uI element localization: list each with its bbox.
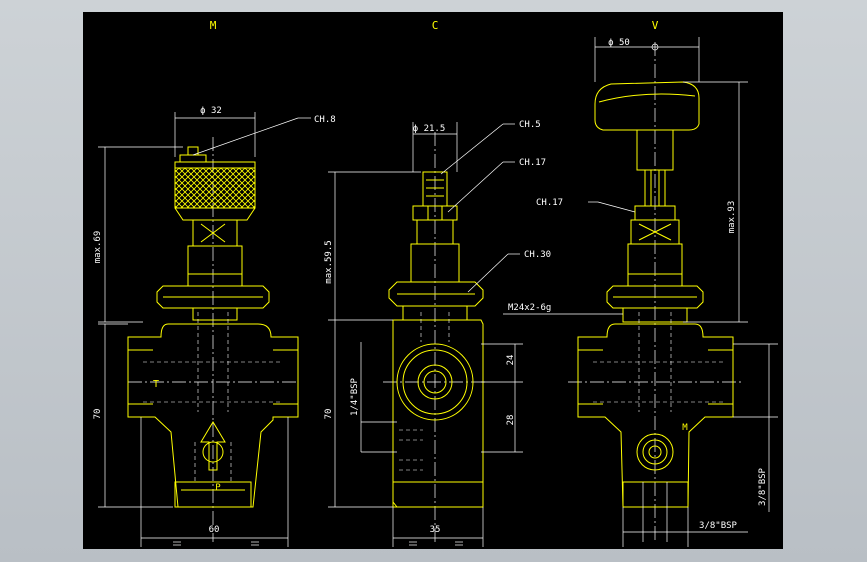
view-title-m: M (210, 19, 217, 32)
callout-ch5: CH.5 (519, 120, 541, 130)
dim-1-4-bsp: 1/4"BSP (350, 377, 360, 416)
dim-3-8-bsp-horizontal: 3/8"BSP (699, 521, 738, 531)
port-label-p: P (215, 483, 221, 493)
callout-ch17-v: CH.17 (536, 198, 563, 208)
dim-max69: max.69 (93, 231, 103, 264)
view-title-v: V (652, 19, 659, 32)
dim-dia32: ϕ 32 (200, 106, 222, 116)
dim-3-8-bsp-vertical: 3/8"BSP (758, 467, 768, 506)
view-c: ϕ 21.5 CH.5 CH.17 CH.30 max.59.5 70 1/4"… (324, 120, 551, 547)
callout-ch30: CH.30 (524, 250, 551, 260)
callout-ch8: CH.8 (314, 115, 336, 125)
dim-28: 28 (506, 415, 516, 426)
dim-max59-5: max.59.5 (324, 240, 334, 283)
dim-dia21-5: ϕ 21.5 (413, 124, 446, 134)
dim-max93: max.93 (727, 201, 737, 234)
view-v: M ϕ 50 CH.17 max.93 M24x2-6g 3/8"BSP (503, 37, 778, 547)
thread-m24: M24x2-6g (508, 303, 551, 313)
view-title-c: C (432, 19, 439, 32)
dim-60: 60 (209, 525, 220, 535)
port-label-m: M (682, 423, 688, 433)
dim-35: 35 (430, 525, 441, 535)
dim-dia50: ϕ 50 (608, 38, 630, 48)
dim-70-m: 70 (93, 409, 103, 420)
valve-drawing: M C V (93, 19, 778, 547)
cad-drawing-sheet[interactable]: M C V (83, 12, 783, 549)
port-label-t: T (153, 379, 159, 390)
dim-24: 24 (506, 355, 516, 366)
dim-70-c: 70 (324, 409, 334, 420)
callout-ch17-c: CH.17 (519, 158, 546, 168)
view-m: T P ϕ 32 CH.8 max.69 70 60 (93, 106, 336, 547)
